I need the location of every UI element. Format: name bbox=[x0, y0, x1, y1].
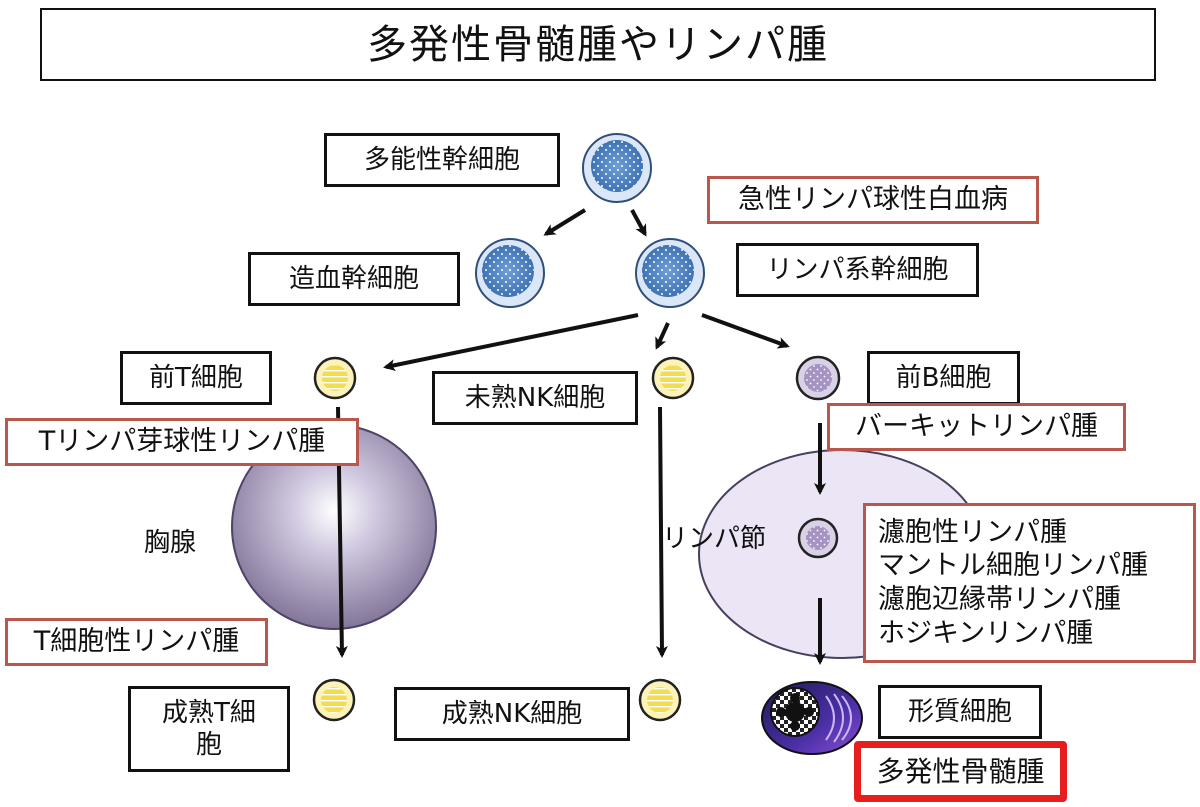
hodgkin-lymphoma-label: ホジキンリンパ腫 bbox=[878, 617, 1094, 649]
t-cell-lymphoma-disease-label: T細胞性リンパ腫 bbox=[33, 626, 240, 658]
hematopoietic-stem-cell-label: 造血幹細胞 bbox=[288, 263, 419, 294]
thymus-label: 胸腺 bbox=[144, 528, 197, 558]
mature-t-cell-label-line2: 胞 bbox=[195, 730, 222, 760]
immature-nk-cell-box: 未熟NK細胞 bbox=[432, 371, 638, 425]
immature-nk-cell-icon bbox=[651, 356, 695, 400]
myeloma-disease-box: 多発性骨髄腫 bbox=[854, 741, 1067, 802]
hematopoietic-stem-cell-box: 造血幹細胞 bbox=[248, 252, 460, 306]
t-cell-lymphoma-disease-box: T細胞性リンパ腫 bbox=[5, 618, 268, 666]
lymphoid-stem-cell-icon bbox=[635, 238, 705, 308]
mature-nk-cell-icon bbox=[638, 678, 682, 722]
mature-t-cell-box: 成熟T細 胞 bbox=[128, 686, 290, 772]
mature-t-cell-label-line1: 成熟T細 bbox=[162, 697, 256, 728]
mature-t-cell-icon bbox=[312, 678, 356, 722]
lymphoid-stem-cell-box: リンパ系幹細胞 bbox=[736, 243, 979, 297]
all-disease-label: 急性リンパ球性白血病 bbox=[738, 184, 1008, 216]
all-disease-box: 急性リンパ球性白血病 bbox=[707, 176, 1039, 224]
page-title: 多発性骨髄腫やリンパ腫 bbox=[40, 8, 1156, 81]
burkitt-disease-label: バーキットリンパ腫 bbox=[855, 411, 1098, 443]
mature-nk-cell-box: 成熟NK細胞 bbox=[394, 687, 630, 741]
myeloma-disease-label: 多発性骨髄腫 bbox=[876, 755, 1045, 788]
plasma-cell-label: 形質細胞 bbox=[907, 696, 1012, 727]
plasma-cell-box: 形質細胞 bbox=[878, 685, 1042, 739]
lymphoid-stem-cell-label: リンパ系幹細胞 bbox=[766, 254, 949, 285]
pluripotent-stem-cell-box: 多能性幹細胞 bbox=[324, 133, 560, 187]
pre-t-cell-box: 前T細胞 bbox=[120, 351, 272, 405]
pre-b-cell-box: 前B細胞 bbox=[867, 351, 1020, 405]
pluripotent-stem-cell-label: 多能性幹細胞 bbox=[363, 144, 520, 175]
burkitt-disease-box: バーキットリンパ腫 bbox=[827, 403, 1126, 451]
t-lymphoblastic-disease-label: Tリンパ芽球性リンパ腫 bbox=[38, 426, 326, 458]
pre-b-cell-label: 前B細胞 bbox=[895, 362, 992, 393]
immature-nk-cell-label: 未熟NK細胞 bbox=[464, 382, 606, 413]
pre-t-cell-icon bbox=[313, 356, 357, 400]
t-lymphoblastic-disease-box: Tリンパ芽球性リンパ腫 bbox=[5, 418, 359, 466]
pre-t-cell-label: 前T細胞 bbox=[149, 362, 243, 393]
plasma-cell-icon bbox=[761, 681, 863, 755]
page-title-text: 多発性骨髄腫やリンパ腫 bbox=[367, 21, 829, 68]
b-lymphomas-disease-box: 濾胞性リンパ腫 マントル細胞リンパ腫 濾胞辺縁帯リンパ腫 ホジキンリンパ腫 bbox=[863, 503, 1196, 663]
lymph-node-b-cell-icon bbox=[797, 517, 839, 559]
marginal-zone-lymphoma-label: 濾胞辺縁帯リンパ腫 bbox=[878, 584, 1121, 615]
hematopoietic-stem-cell-icon bbox=[475, 238, 545, 308]
mature-nk-cell-label: 成熟NK細胞 bbox=[441, 698, 583, 729]
follicular-lymphoma-label: 濾胞性リンパ腫 bbox=[878, 516, 1067, 548]
lymph-node-label: リンパ節 bbox=[662, 524, 767, 554]
pre-b-cell-icon bbox=[795, 355, 841, 401]
pluripotent-stem-cell-icon bbox=[582, 133, 652, 203]
mantle-cell-lymphoma-label: マントル細胞リンパ腫 bbox=[878, 550, 1148, 582]
